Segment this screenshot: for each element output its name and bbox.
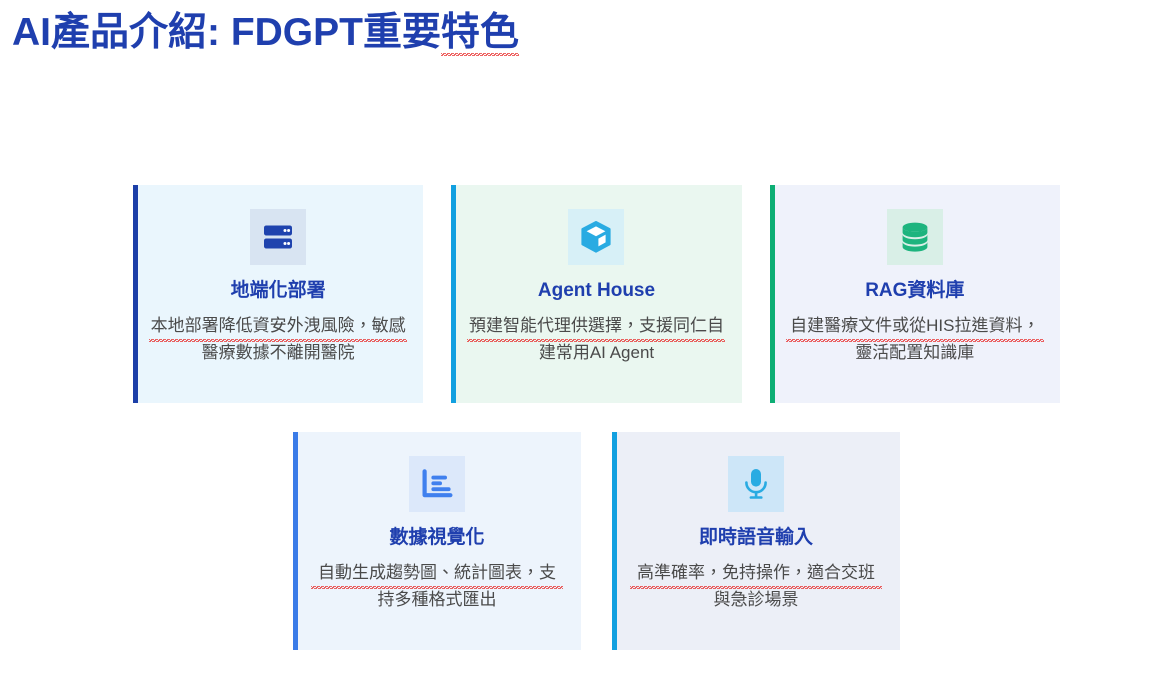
card-title: 地端化部署 [230, 280, 326, 301]
card-title: 即時語音輸入 [698, 527, 813, 548]
card-accent-stripe [451, 185, 457, 403]
bar-chart-icon [409, 456, 465, 512]
card-description: 自建醫療文件或從HIS拉進資料，靈活配置知識庫 [785, 312, 1044, 367]
feature-card-agent-house[interactable]: Agent House 預建智能代理供選擇，支援同仁自建常用AI Agent [451, 185, 742, 403]
feature-card-rag-knowledge-base[interactable]: RAG資料庫 自建醫療文件或從HIS拉進資料，靈活配置知識庫 [769, 185, 1060, 403]
card-accent-stripe [293, 432, 298, 650]
card-title: 數據視覺化 [389, 527, 485, 548]
card-description: 本地部署降低資安外洩風險，敏感醫療數據不離開醫院 [149, 312, 408, 367]
card-description: 預建智能代理供選擇，支援同仁自建常用AI Agent [467, 312, 726, 367]
database-icon [886, 209, 943, 265]
feature-card-local-deployment[interactable]: 地端化部署 本地部署降低資安外洩風險，敏感醫療數據不離開醫院 [133, 185, 424, 403]
page-title-spellchecked: 特色 [440, 11, 519, 56]
feature-cards-row-bottom: 數據視覺化 自動生成趨勢圖、統計圖表，支持多種格式匯出 即時語音輸入 高準確率，… [293, 432, 900, 650]
page-title: AI產品介紹: FDGPT重要特色 [12, 8, 519, 59]
card-description: 高準確率，免持操作，適合交班與急診場景 [630, 559, 882, 614]
card-title: Agent House [537, 280, 656, 301]
card-accent-stripe [769, 185, 775, 403]
feature-cards-row-top: 地端化部署 本地部署降低資安外洩風險，敏感醫療數據不離開醫院 Agent Hou… [133, 185, 1060, 403]
page-title-plain: AI產品介紹: FDGPT重要 [12, 11, 441, 54]
card-accent-stripe [612, 432, 617, 650]
server-icon [250, 209, 307, 265]
card-title: RAG資料庫 [865, 280, 965, 301]
card-description: 自動生成趨勢圖、統計圖表，支持多種格式匯出 [311, 559, 563, 614]
card-accent-stripe [133, 185, 138, 403]
feature-card-data-visualization[interactable]: 數據視覺化 自動生成趨勢圖、統計圖表，支持多種格式匯出 [293, 432, 581, 650]
cube-box-icon [568, 209, 625, 265]
feature-card-realtime-voice-input[interactable]: 即時語音輸入 高準確率，免持操作，適合交班與急診場景 [612, 432, 900, 650]
microphone-icon [728, 456, 784, 512]
